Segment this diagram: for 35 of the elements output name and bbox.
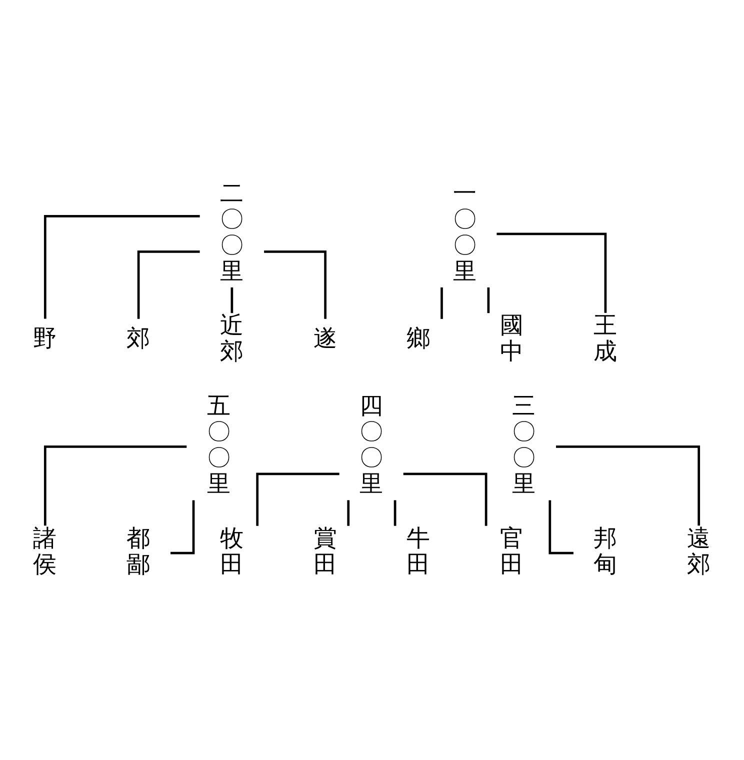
node-text: 二〇〇里 [220, 178, 244, 284]
connector [264, 250, 326, 318]
node-text: 四〇〇里 [359, 391, 384, 498]
connector [403, 472, 488, 526]
connector [44, 445, 187, 526]
node-text: 近郊 [220, 310, 244, 365]
node-text: 鄉 [406, 324, 431, 352]
node-text: 牛田 [406, 523, 431, 578]
connector [556, 445, 700, 526]
connector [394, 500, 396, 526]
connector [44, 214, 200, 318]
node-text: 野 [33, 324, 58, 352]
node-text: 郊 [126, 324, 151, 352]
node-text: 王成 [593, 310, 618, 365]
connector [487, 286, 490, 313]
connector [230, 286, 234, 313]
node-text: 遠郊 [686, 523, 711, 578]
connector [256, 472, 340, 526]
node-text: 一〇〇里 [452, 178, 477, 284]
node-text: 都鄙 [126, 523, 151, 578]
connector [548, 500, 574, 554]
connector [496, 232, 607, 312]
node-text: 賞田 [313, 523, 338, 578]
node-text: 邦甸 [593, 523, 618, 578]
node-text: 三〇〇里 [512, 391, 536, 498]
node-text: 諸侯 [33, 523, 58, 578]
connector [137, 250, 200, 318]
connector [440, 286, 443, 318]
node-text: 五〇〇里 [206, 391, 231, 498]
node-text: 遂 [313, 324, 338, 352]
node-text: 國中 [500, 310, 524, 365]
node-text: 牧田 [220, 523, 244, 578]
connector [347, 500, 350, 526]
connector [170, 500, 195, 554]
node-text: 官田 [500, 523, 524, 578]
